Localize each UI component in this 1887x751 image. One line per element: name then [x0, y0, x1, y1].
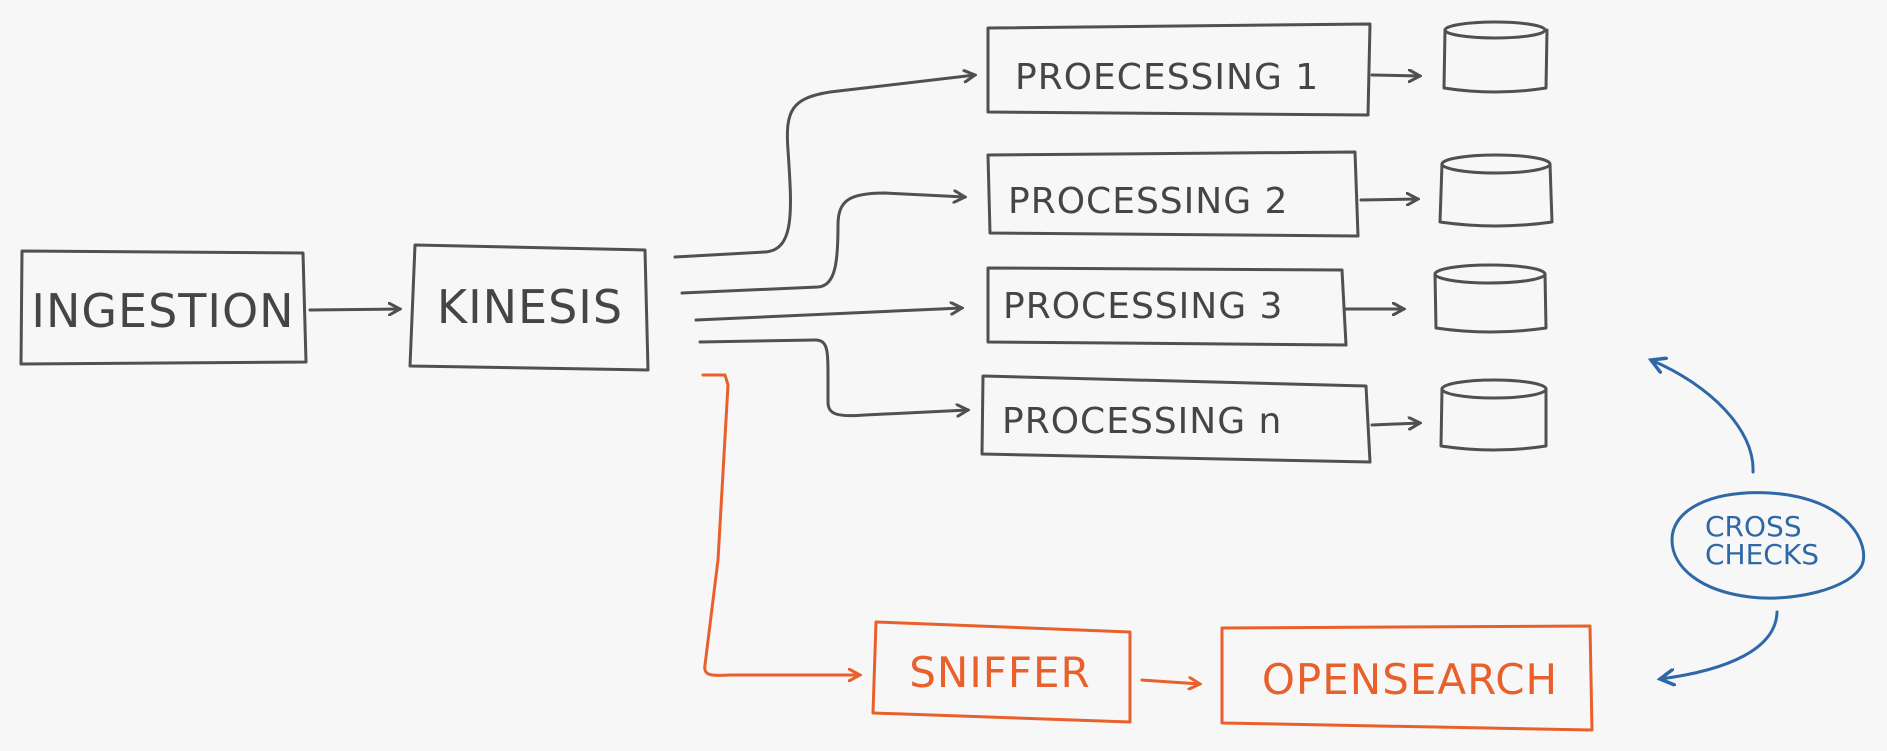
arrow-cross-checks-to-processing	[1651, 360, 1755, 474]
processing-label-3: PROCESSING 3	[1003, 286, 1283, 327]
route-to-processing-2	[680, 193, 965, 295]
arrow-processing-2-storage	[1359, 199, 1418, 200]
sniffer-box	[871, 620, 1132, 724]
processing-box-2	[986, 150, 1360, 238]
kinesis-box	[408, 243, 650, 372]
storage-cylinder-icon-2	[1438, 153, 1554, 228]
processing-label-2: PROCESSING 2	[1008, 181, 1288, 222]
storage-cylinder-icon-3	[1433, 263, 1548, 334]
processing-node-1: PROECESSING 1	[986, 22, 1372, 117]
cross-checks-ellipse	[1670, 491, 1866, 600]
cross-checks-label-line-2: CHECKS	[1705, 538, 1819, 571]
ingestion-label: INGESTION	[31, 284, 294, 338]
cross-checks-node: CROSS CHECKS	[1670, 491, 1866, 600]
opensearch-box	[1220, 624, 1594, 732]
route-to-processing-3	[694, 308, 962, 322]
processing-box-3	[986, 266, 1348, 347]
ingestion-box	[19, 249, 308, 366]
arrow-sniffer-opensearch	[1140, 680, 1200, 684]
route-to-processing-1	[673, 75, 975, 259]
processing-node-2: PROCESSING 2	[986, 150, 1360, 238]
arrow-cross-checks-to-opensearch	[1660, 610, 1779, 679]
route-to-sniffer	[701, 373, 860, 675]
processing-label-n: PROCESSING n	[1002, 401, 1282, 442]
arrow-ingestion-kinesis	[308, 309, 400, 310]
kinesis-label: KINESIS	[437, 280, 623, 334]
ingestion-node: INGESTION	[19, 249, 308, 366]
processing-label-1: PROECESSING 1	[1015, 57, 1319, 98]
sniffer-label: SNIFFER	[909, 648, 1091, 697]
arrow-processing-n-storage	[1370, 423, 1420, 425]
opensearch-node: OPENSEARCH	[1220, 624, 1594, 732]
cross-checks-label-line-1: CROSS	[1705, 510, 1802, 543]
storage-cylinder-icon-1	[1442, 20, 1549, 94]
processing-node-3: PROCESSING 3	[986, 266, 1348, 347]
processing-node-n: PROCESSING n	[980, 374, 1372, 464]
processing-box-n	[980, 374, 1372, 464]
sniffer-node: SNIFFER	[871, 620, 1132, 724]
opensearch-label: OPENSEARCH	[1262, 655, 1558, 704]
arrow-processing-1-storage	[1370, 75, 1420, 76]
processing-box-1	[986, 22, 1372, 117]
route-to-processing-n	[698, 338, 968, 416]
storage-cylinder-icon-n	[1439, 378, 1548, 452]
kinesis-node: KINESIS	[408, 243, 650, 372]
